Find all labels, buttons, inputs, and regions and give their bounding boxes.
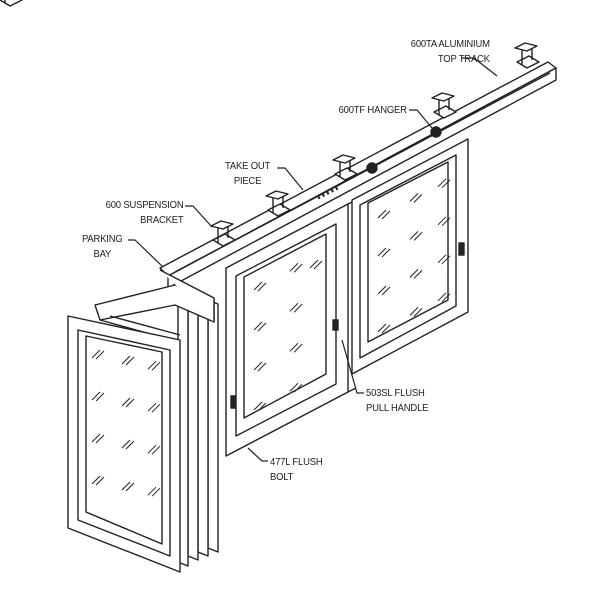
glass-hatch-mark — [413, 232, 423, 241]
label-text: TAKE OUT — [225, 160, 271, 172]
glass-hatch-mark — [257, 362, 267, 372]
glass-hatch-mark — [289, 382, 299, 392]
glass-hatch-mark — [413, 308, 423, 317]
glass-hatch-mark — [121, 355, 131, 365]
glass-hatch-mark — [95, 392, 105, 402]
label-parking-bay: PARKING BAY — [82, 232, 123, 262]
glass-hatch-mark — [293, 383, 303, 393]
label-text: 600 SUSPENSION — [105, 199, 183, 211]
glass-hatch-mark — [95, 350, 105, 360]
label-pull-handle: 503SL FLUSH PULL HANDLE — [366, 386, 428, 416]
label-text: 503SL FLUSH — [366, 387, 425, 399]
label-flush-bolt: 477L FLUSH BOLT — [270, 455, 323, 485]
glass-hatch-mark — [253, 321, 263, 331]
take-out-piece — [317, 186, 339, 200]
glass-hatch-mark — [253, 401, 263, 411]
label-text: 600TF HANGER — [338, 104, 407, 116]
label-take-out-piece: TAKE OUT PIECE — [225, 159, 270, 189]
glass-hatch-mark — [441, 179, 451, 189]
glass-hatch-mark — [147, 402, 157, 412]
label-text: TOP TRACK — [438, 53, 490, 65]
glass-hatch-mark — [151, 403, 161, 413]
glass-hatch-mark — [289, 262, 299, 272]
door-panel-2 — [351, 138, 469, 375]
leader-lines — [128, 57, 498, 462]
glass-hatch-mark — [377, 323, 387, 333]
glass-hatch-mark — [437, 292, 447, 302]
glass-hatch-mark — [151, 487, 161, 497]
glass-hatch-mark — [381, 248, 391, 258]
glass-hatch-mark — [95, 434, 105, 444]
glass-hatch-mark — [441, 255, 451, 265]
label-suspension-bracket: 600 SUSPENSION BRACKET — [105, 198, 183, 228]
glass-hatch-mark — [381, 286, 391, 296]
glass-hatch-mark — [121, 439, 131, 449]
label-text: BRACKET — [139, 214, 184, 226]
glass-hatch-mark — [377, 209, 387, 219]
glass-hatch-mark — [289, 342, 299, 352]
glass-hatch-mark — [409, 269, 419, 278]
glass-hatch-mark — [257, 282, 267, 292]
parking-bay-stack — [67, 269, 219, 573]
glass-hatch-mark — [95, 476, 105, 486]
glass-hatch-mark — [441, 217, 451, 227]
glass-hatch-mark — [313, 260, 323, 270]
glass-hatch-mark — [293, 343, 303, 353]
label-text: 600TA ALUMINIUM — [410, 38, 490, 50]
glass-hatch-mark — [253, 281, 263, 291]
glass-hatch-mark — [293, 303, 303, 313]
glass-hatch-mark — [121, 481, 131, 491]
glass-hatch-mark — [381, 210, 391, 220]
glass-hatch-mark — [91, 433, 101, 443]
glass-hatch-mark — [289, 302, 299, 312]
glass-hatch-mark — [147, 444, 157, 454]
glass-hatch-mark — [151, 361, 161, 371]
glass-hatch-mark — [147, 360, 157, 370]
label-text: BOLT — [270, 471, 294, 483]
glass-hatch-mark — [409, 193, 419, 202]
glass-hatch-mark — [257, 322, 267, 332]
glass-hatch-mark — [309, 259, 319, 269]
glass-hatch-mark — [413, 270, 423, 279]
glass-hatch-mark — [377, 285, 387, 295]
glass-hatch-mark — [91, 349, 101, 359]
hanger-wheels — [366, 126, 442, 174]
glass-hatch-marks — [91, 178, 451, 497]
label-text: PARKING — [82, 233, 123, 245]
glass-hatch-mark — [125, 356, 135, 366]
top-track — [159, 61, 557, 289]
glass-hatch-mark — [125, 440, 135, 450]
glass-hatch-mark — [437, 216, 447, 226]
glass-hatch-mark — [437, 254, 447, 264]
glass-hatch-mark — [91, 391, 101, 401]
glass-hatch-mark — [125, 482, 135, 492]
glass-hatch-mark — [257, 402, 267, 412]
glass-hatch-mark — [381, 324, 391, 334]
door-panel-1 — [225, 199, 357, 457]
label-text: PULL HANDLE — [366, 402, 429, 414]
label-text: PIECE — [233, 175, 262, 187]
glass-hatch-mark — [125, 398, 135, 408]
label-text: 477L FLUSH — [270, 456, 323, 468]
glass-hatch-mark — [91, 475, 101, 485]
glass-hatch-mark — [151, 445, 161, 455]
glass-hatch-mark — [409, 307, 419, 316]
glass-hatch-mark — [253, 361, 263, 371]
label-text: BAY — [93, 248, 112, 260]
glass-hatch-mark — [377, 247, 387, 257]
glass-hatch-mark — [437, 178, 447, 188]
glass-hatch-mark — [147, 486, 157, 496]
glass-hatch-mark — [121, 397, 131, 407]
suspension-brackets — [0, 0, 540, 247]
glass-hatch-mark — [413, 194, 423, 203]
label-top-track: 600TA ALUMINIUM TOP TRACK — [411, 37, 490, 67]
glass-hatch-mark — [293, 263, 303, 273]
glass-hatch-mark — [409, 231, 419, 240]
glass-hatch-mark — [441, 293, 451, 303]
label-hanger: 600TF HANGER — [339, 103, 407, 118]
